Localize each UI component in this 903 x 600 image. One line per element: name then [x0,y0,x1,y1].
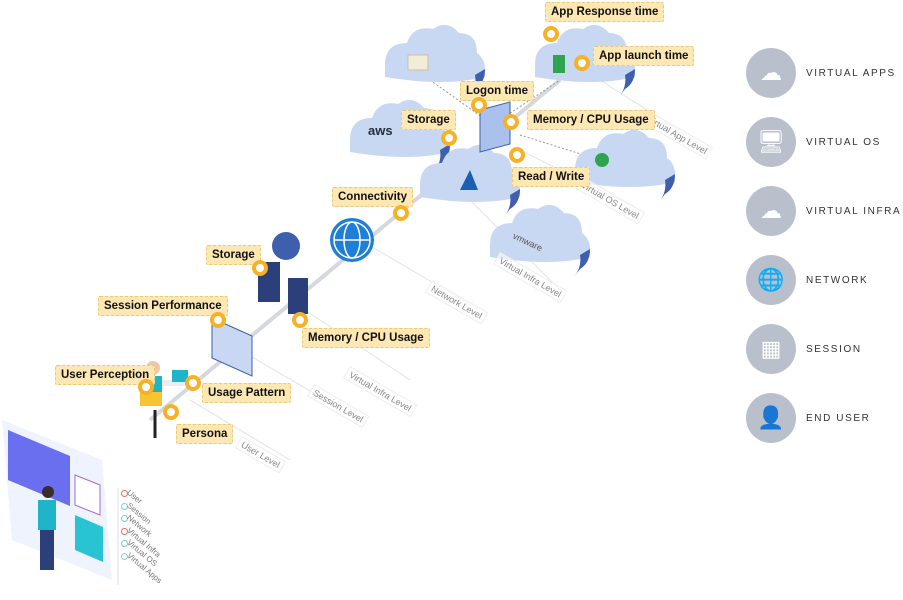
sidebar-item: ▦ SESSION [746,324,862,374]
sidebar-item: 🖥 VIRTUAL OS [746,117,881,167]
legend-marker [121,527,128,535]
callout-connectivity: Connectivity [332,187,414,207]
sidebar-item: ☁ VIRTUAL APPS [746,48,896,98]
marker-dot [471,97,487,113]
server-2 [288,278,308,314]
sidebar-item-label: END USER [806,412,871,424]
sidebar-item: 🌐 NETWORK [746,255,868,305]
callout-user-perception: User Perception [55,365,156,385]
marker-dot [292,312,308,328]
user-icon: 👤 [746,393,796,443]
callout-session-performance: Session Performance [98,296,228,316]
legend-marker [121,502,128,510]
sidebar-item-label: SESSION [806,343,862,355]
callout-memory-cpu-infra: Memory / CPU Usage [302,328,430,348]
marker-dot [509,147,525,163]
sidebar-item: ☁ VIRTUAL INFRA [746,186,901,236]
callout-read-write: Read / Write [512,167,591,187]
marker-dot [574,55,590,71]
marker-dot [138,379,154,395]
marker-dot [441,130,457,146]
callout-app-response-time: App Response time [545,2,665,22]
sidebar-item: 👤 END USER [746,393,870,443]
callout-persona: Persona [176,424,234,444]
callout-storage-top: Storage [401,110,456,130]
marker-dot [252,260,268,276]
callout-usage-pattern: Usage Pattern [202,383,292,403]
marker-dot [210,312,226,328]
session-window [211,317,253,377]
callout-logon-time: Logon time [460,81,534,101]
callout-storage: Storage [206,245,261,265]
cloud-network-icon: ☁ [746,186,796,236]
globe-icon: 🌐 [746,255,796,305]
svg-text:aws: aws [368,123,393,138]
sidebar-item-label: VIRTUAL APPS [806,67,896,79]
marker-dot [543,26,559,42]
marker-dot [185,375,201,391]
session-grid-icon: ▦ [746,324,796,374]
sidebar-item-label: VIRTUAL INFRA [806,205,902,217]
sidebar-item-label: NETWORK [806,274,869,286]
legend-marker [121,490,128,497]
callout-memory-cpu-os: Memory / CPU Usage [527,110,655,130]
windows-os-box [479,101,511,153]
cloud-monitor-icon: 🖥 [746,117,796,167]
desk [140,380,200,386]
legend-marker [121,552,128,560]
legend-marker [121,515,128,522]
callout-app-launch-time: App launch time [593,46,695,66]
legend-marker [121,540,128,547]
marker-dot [393,205,409,221]
sidebar-item-label: VIRTUAL OS [806,136,881,148]
marker-dot [503,114,519,130]
marker-dot [163,404,179,420]
cloud-app-icon: ☁ [746,48,796,98]
